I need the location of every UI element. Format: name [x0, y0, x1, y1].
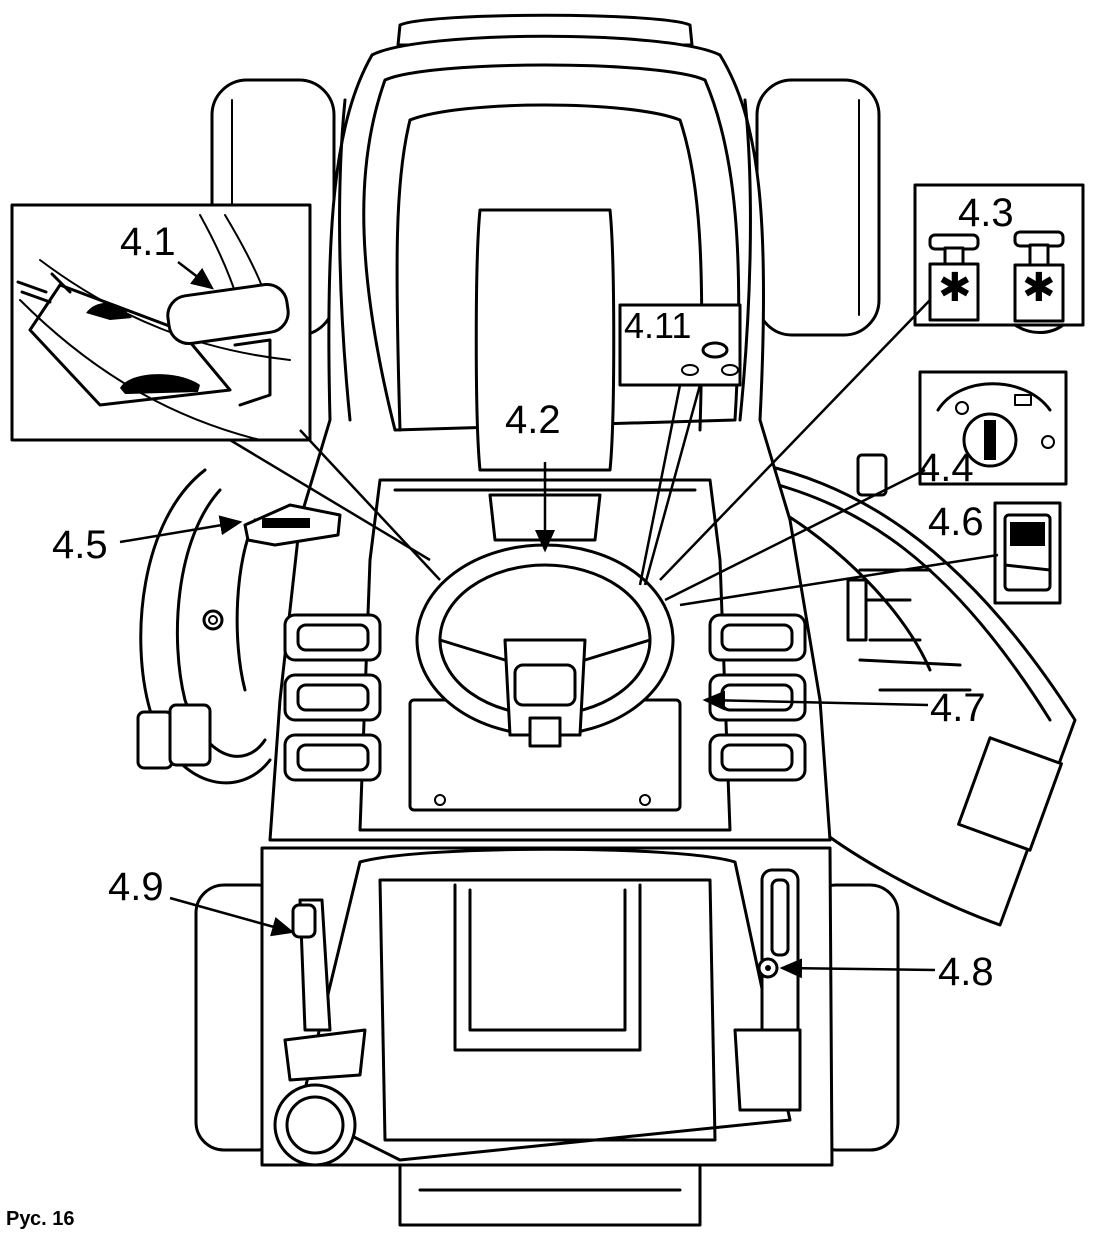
callout-4-11: 4.11 — [624, 305, 692, 346]
callout-4-8: 4.8 — [938, 950, 994, 994]
inset-choke — [913, 183, 1085, 334]
inset-throttle — [10, 203, 312, 442]
choke-icon: ✱ — [938, 266, 972, 310]
callout-4-7: 4.7 — [930, 686, 986, 730]
callout-4-6: 4.6 — [928, 500, 984, 544]
leader-lines — [119, 261, 999, 979]
inset-ignition — [918, 370, 1068, 486]
rear-body — [260, 846, 834, 1227]
side-vents — [283, 613, 807, 782]
callout-4-4: 4.4 — [918, 446, 974, 490]
choke-icon: ✱ — [1022, 266, 1056, 310]
cutting-height-lever — [243, 503, 342, 547]
mower-deck — [136, 453, 1077, 927]
callout-4-9: 4.9 — [108, 865, 164, 909]
callout-4-3: 4.3 — [958, 191, 1014, 235]
callout-4-2: 4.2 — [505, 398, 561, 442]
callout-4-1: 4.1 — [120, 220, 176, 264]
callout-4-5: 4.5 — [52, 523, 108, 567]
figure-caption: Рус. 16 — [6, 1208, 75, 1230]
inset-pto-switch — [993, 501, 1062, 605]
